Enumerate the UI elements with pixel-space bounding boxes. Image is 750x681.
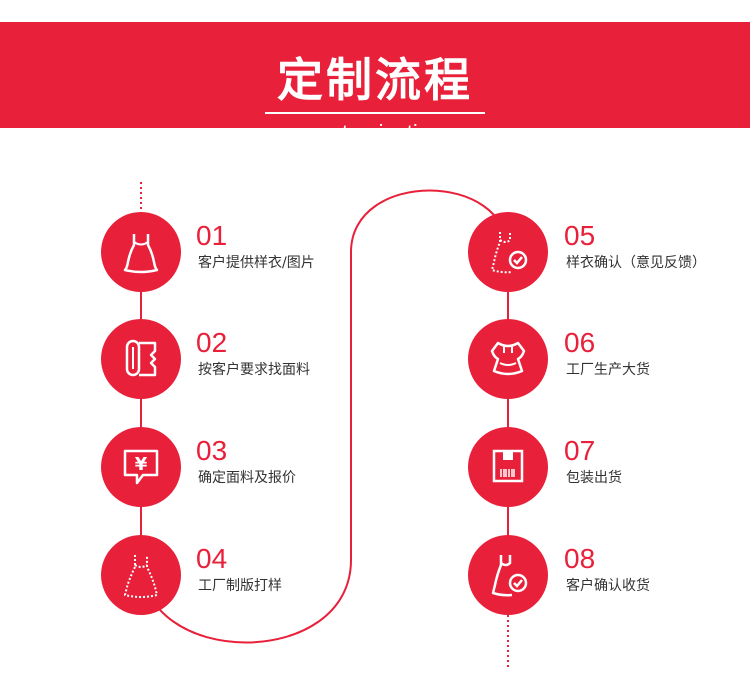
price-quote-icon: ¥ — [123, 449, 159, 485]
header-banner: 定制流程 customization — [0, 22, 750, 145]
step-02-label: 按客户要求找面料 — [198, 362, 310, 378]
step-01-circle — [101, 212, 181, 292]
step-08-number: 08 — [564, 543, 596, 574]
step-07-number: 07 — [564, 435, 596, 466]
flow-curve-line — [140, 189, 509, 644]
step-03-label: 确定面料及报价 — [198, 470, 296, 486]
step-01-label: 客户提供样衣/图片 — [198, 255, 315, 271]
step-08-circle — [468, 535, 548, 615]
step-02-number: 02 — [196, 327, 228, 358]
dress-pattern-icon — [124, 555, 158, 598]
step-06-label: 工厂生产大货 — [566, 362, 650, 378]
package-icon — [492, 449, 524, 483]
step-04-circle — [101, 535, 181, 615]
step-08-label: 客户确认收货 — [566, 578, 650, 594]
page-subtitle: customization — [307, 120, 443, 145]
step-03-circle: ¥ — [101, 427, 181, 507]
title-underline — [265, 112, 485, 114]
fabric-roll-icon — [125, 339, 157, 377]
step-06-number: 06 — [564, 327, 596, 358]
step-05-circle — [468, 212, 548, 292]
page-title: 定制流程 — [277, 53, 473, 107]
step-01-number: 01 — [196, 220, 228, 251]
step-07-label: 包装出货 — [566, 470, 622, 486]
step-05-label: 样衣确认（意见反馈） — [566, 255, 706, 271]
dress-icon — [123, 234, 159, 274]
dress-received-icon — [491, 555, 528, 597]
clothes-stack-icon — [490, 341, 526, 376]
step-03-number: 03 — [196, 435, 228, 466]
step-05-number: 05 — [564, 220, 596, 251]
step-04-number: 04 — [196, 543, 228, 574]
step-07-circle — [468, 427, 548, 507]
step-04-label: 工厂制版打样 — [198, 578, 282, 594]
svg-text:¥: ¥ — [135, 454, 148, 475]
step-02-circle — [101, 319, 181, 399]
step-06-circle — [468, 319, 548, 399]
dress-check-icon — [491, 232, 528, 274]
